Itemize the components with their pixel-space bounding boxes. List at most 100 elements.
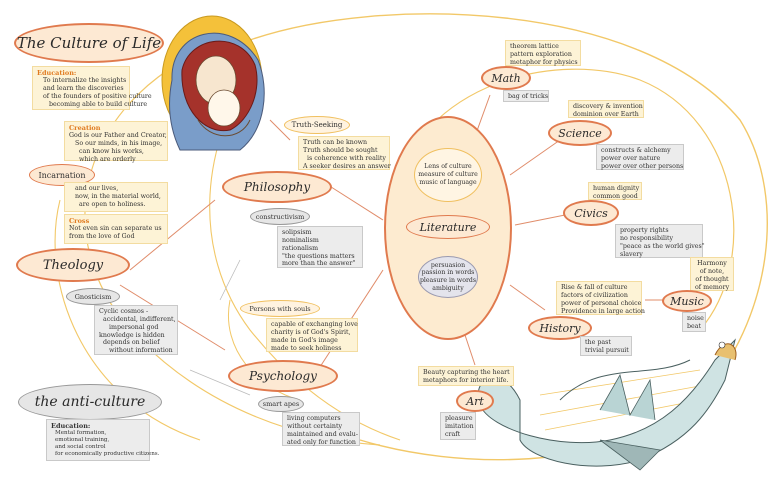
literature-grey-line: passion in words [421,269,475,277]
civics-node[interactable]: Civics [563,200,619,226]
math-label: Math [491,71,521,85]
literature-lens-oval: Lens of culture measure of culture music… [414,148,482,202]
science-node[interactable]: Science [548,120,612,146]
constructivism-line: rationalism [282,244,319,252]
constructivism-line: more than the answer" [282,260,356,268]
persons-with-souls-line: capable of exchanging love [271,321,358,328]
science-gold-line: discovery & invention [573,103,643,110]
civics-gold-box: human dignity common good [588,182,642,200]
incarnation-label: Incarnation [38,170,86,180]
civics-grey-line: slavery [620,250,643,258]
theology-node[interactable]: Theology [16,248,130,282]
gnosticism-line: without information [109,347,173,355]
persons-with-souls-box: capable of exchanging love charity is of… [266,318,358,352]
anti-culture-title[interactable]: the anti-culture [18,384,162,420]
math-grey-line: bag of tricks [508,93,549,100]
literature-grey-oval: persuasion passion in words pleasure in … [418,256,478,298]
education-line: becoming able to build culture [49,100,148,108]
creation-line: So our minds, in his image, [75,139,163,147]
anti-culture-education-box: Education: Mental formation, emotional t… [46,419,160,461]
psychology-label: Psychology [249,369,317,383]
cross-box: Cross Not even sin can separate us from … [64,214,168,244]
art-gold-box: Beauty capturing the heart metaphors for… [418,366,514,386]
smart-apes-line: maintained and evalu- [287,430,358,438]
culture-of-life-title[interactable]: The Culture of Life [14,23,164,63]
music-grey-box: noise beat [682,312,706,332]
gnosticism-line: knowledge is hidden [99,331,165,339]
smart-apes-line: ated only for function [287,438,356,446]
philosophy-node[interactable]: Philosophy [222,171,332,203]
education-line: of the founders of positive culture [43,92,152,100]
persons-with-souls-line: made in God's image [271,336,338,344]
civics-grey-line: no responsibility [620,234,674,242]
incarnation-box: and our lives, now, in the material worl… [64,182,168,212]
history-grey-line: the past [585,339,611,346]
truth-seeking-node[interactable]: Truth-Seeking [284,116,350,134]
persons-with-souls-line: charity is of God's Spirit, [271,328,351,336]
persons-with-souls-node[interactable]: Persons with souls [240,300,320,317]
gnosticism-node[interactable]: Gnosticism [66,288,120,305]
science-gold-box: discovery & invention dominion over Eart… [568,100,644,118]
civics-grey-line: property rights [620,227,669,234]
art-node[interactable]: Art [456,390,494,412]
constructivism-line: "the questions matters [282,252,355,260]
cross-line: from the love of God [69,232,135,240]
civics-grey-line: "peace as the world gives" [620,242,705,250]
creation-box: Creation God is our Father and Creator, … [64,121,168,163]
anti-culture-education-line: and social control [55,444,106,451]
history-gold-line: power of personal choice [561,299,642,307]
history-gold-line: factors of civilization [561,291,628,299]
truth-seeking-line: Truth can be known [303,139,368,146]
art-grey-line: craft [445,430,461,438]
literature-node[interactable]: Literature [406,215,490,239]
art-grey-box: pleasure imitation craft [440,412,476,440]
music-node[interactable]: Music [662,290,712,312]
history-grey-box: the past trivial pursuit [580,336,632,356]
theology-label: Theology [42,257,104,273]
psychology-node[interactable]: Psychology [228,360,338,392]
education-line: and learn the discoveries [43,84,124,92]
truth-seeking-box: Truth can be known Truth should be sough… [298,136,391,170]
education-heading: Education: [37,69,77,77]
science-label: Science [558,126,602,140]
constructivism-line: nominalism [282,236,319,244]
math-gold-box: theorem lattice pattern exploration meta… [505,40,581,66]
civics-gold-line: common good [593,192,638,200]
persons-with-souls-label: Persons with souls [249,304,311,313]
creation-line: God is our Father and Creator, [69,132,167,140]
truth-seeking-line: is coherence with reality [307,154,386,162]
education-box: Education: To internalize the insights a… [32,66,152,110]
constructivism-label: constructivism [255,212,305,221]
creation-line: can know his works, [79,147,144,155]
culture-of-life-label: The Culture of Life [16,34,162,52]
math-gold-line: pattern exploration [510,50,572,58]
literature-lens-line: measure of culture [418,170,478,178]
anti-culture-education-heading: Education: [51,422,91,430]
incarnation-line: are open to holiness. [79,200,146,208]
creation-heading: Creation [69,124,101,132]
constructivism-node[interactable]: constructivism [250,208,310,225]
gnosticism-box: Cyclic cosmos - accidental, indifferent,… [94,305,178,355]
literature-grey-line: ambiguity [432,284,464,292]
science-grey-line: power over other persons [601,162,684,170]
math-node[interactable]: Math [481,66,531,90]
history-gold-box: Rise & fall of culture factors of civili… [556,281,645,315]
anti-culture-education-line: Mental formation, [55,430,107,437]
incarnation-line: now, in the material world, [75,192,161,200]
incarnation-node[interactable]: Incarnation [29,164,95,186]
civics-grey-box: property rights no responsibility "peace… [615,224,705,258]
truth-seeking-line: Truth should be sought [303,146,378,154]
anti-culture-education-line: for economically productive citizens. [55,451,160,458]
history-grey-line: trivial pursuit [585,346,629,354]
smart-apes-node[interactable]: smart apes [258,396,304,412]
music-gold-line: of note, [699,267,725,275]
history-gold-line: Providence in large action [561,307,645,315]
art-gold-line: metaphors for interior life. [423,376,509,384]
cross-line: Not even sin can separate us [69,225,162,233]
smart-apes-line: without certainty [287,422,343,430]
creation-line: which are orderly [79,155,136,163]
gnosticism-line: depends on belief [103,339,160,347]
